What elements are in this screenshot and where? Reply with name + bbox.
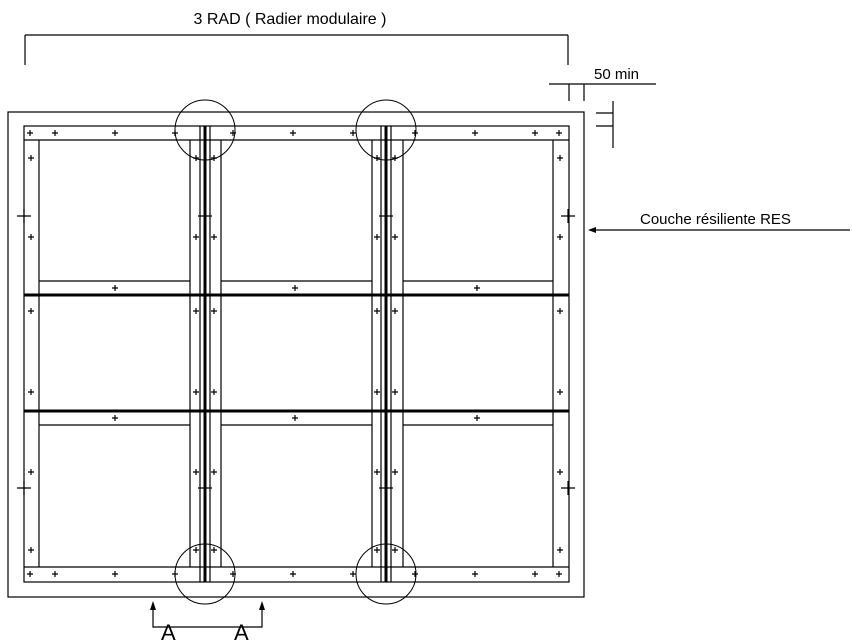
width-dimension: 3 RAD ( Radier modulaire ) bbox=[24, 11, 569, 65]
inner-frame bbox=[23, 125, 570, 583]
edge-ticks bbox=[17, 209, 575, 495]
vertical-joists bbox=[38, 126, 554, 582]
horizontal-battens bbox=[24, 280, 569, 426]
section-label-left: A bbox=[161, 620, 176, 643]
resilient-layer-callout: Couche résiliente RES bbox=[588, 211, 850, 233]
outer-boundary bbox=[7, 111, 585, 598]
drawing-title: 3 RAD ( Radier modulaire ) bbox=[194, 11, 387, 28]
section-marker: A A bbox=[150, 601, 265, 643]
offset-dimension: 50 min bbox=[549, 66, 656, 148]
section-label-right: A bbox=[234, 620, 249, 643]
screw-markers bbox=[27, 130, 563, 577]
offset-dimension-label: 50 min bbox=[594, 66, 639, 83]
detail-circles bbox=[174, 99, 417, 605]
resilient-layer-label: Couche résiliente RES bbox=[640, 211, 791, 228]
